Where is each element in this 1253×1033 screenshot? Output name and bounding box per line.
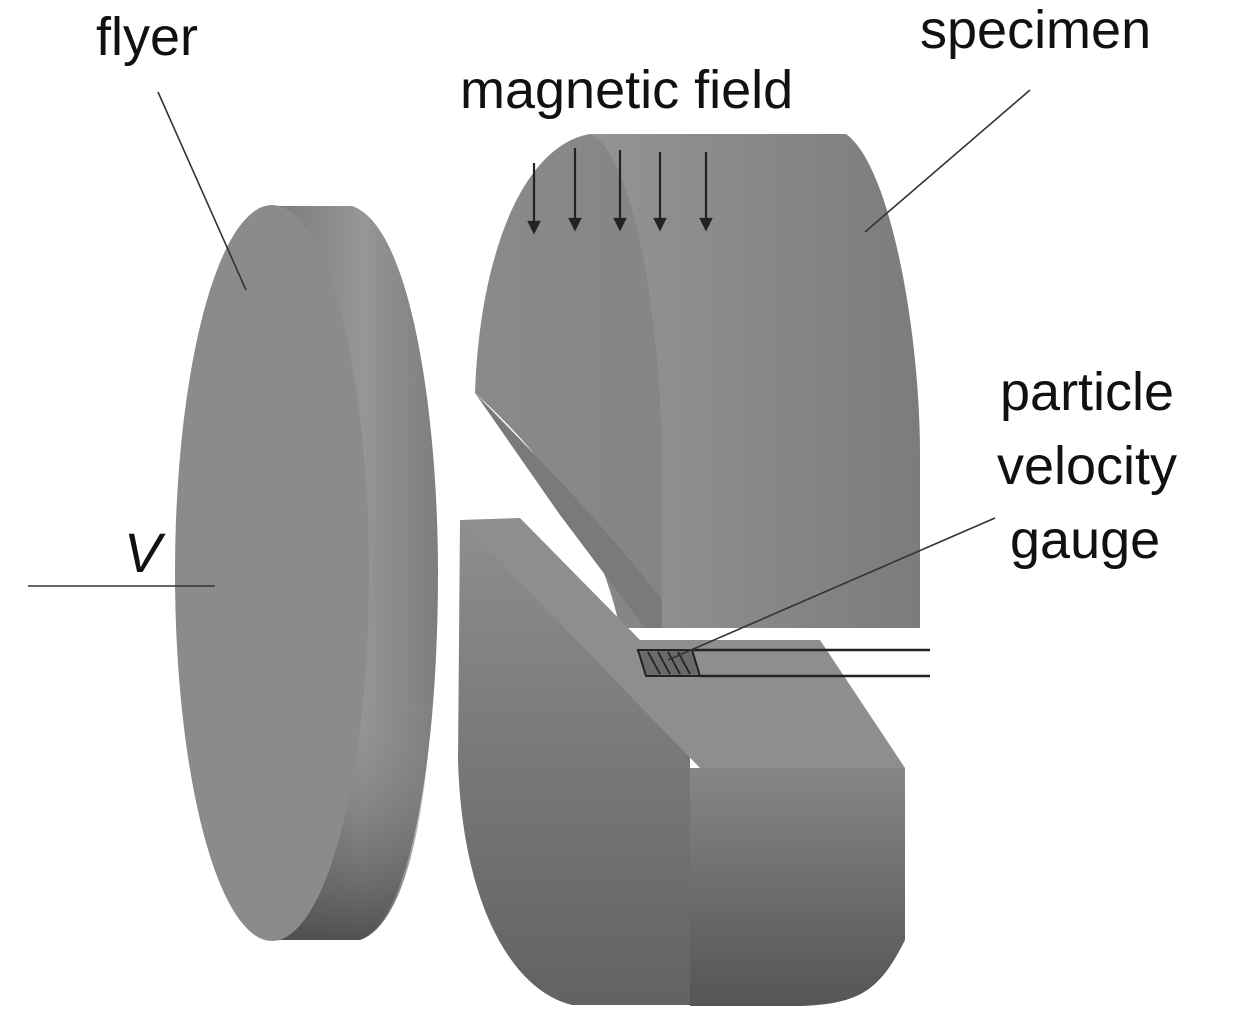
- magnetic-field-label: magnetic field: [460, 60, 793, 120]
- specimen-upper-block: [475, 134, 920, 628]
- specimen-leader: [864, 89, 1031, 233]
- flyer-disc: [175, 205, 438, 941]
- gauge-hatch: [647, 651, 661, 675]
- field-arrow-head: [568, 217, 582, 232]
- leader-lines: [28, 89, 1031, 661]
- field-arrow-head: [527, 220, 541, 235]
- flyer-leader: [157, 91, 247, 291]
- specimen-upper-facet: [475, 393, 662, 628]
- flyer-label: flyer: [96, 7, 198, 67]
- magnetic-field-arrows: [527, 148, 713, 235]
- gauge-hatch: [667, 651, 681, 675]
- gauge-leader: [667, 517, 996, 661]
- specimen-lower-block: [458, 518, 905, 1006]
- gauge-label-line1: particle: [1000, 362, 1174, 422]
- specimen-lower-face: [458, 520, 690, 1005]
- particle-velocity-gauge: [636, 648, 930, 678]
- field-arrow-head: [653, 217, 667, 232]
- specimen-lower-box: [690, 768, 905, 1006]
- field-arrow-head: [613, 217, 627, 232]
- gauge-hatch: [657, 651, 671, 675]
- gauge-label-line2: velocity: [997, 436, 1177, 496]
- flyer-face: [175, 205, 369, 941]
- velocity-label: V: [124, 521, 166, 584]
- specimen-upper-face: [475, 134, 662, 628]
- specimen-upper-curved-side: [590, 134, 920, 628]
- field-arrow-head: [699, 217, 713, 232]
- gauge-label-line3: gauge: [1010, 510, 1160, 570]
- specimen-lower-top-facet: [460, 518, 905, 768]
- specimen-label: specimen: [920, 0, 1151, 60]
- gauge-hatch: [677, 651, 691, 675]
